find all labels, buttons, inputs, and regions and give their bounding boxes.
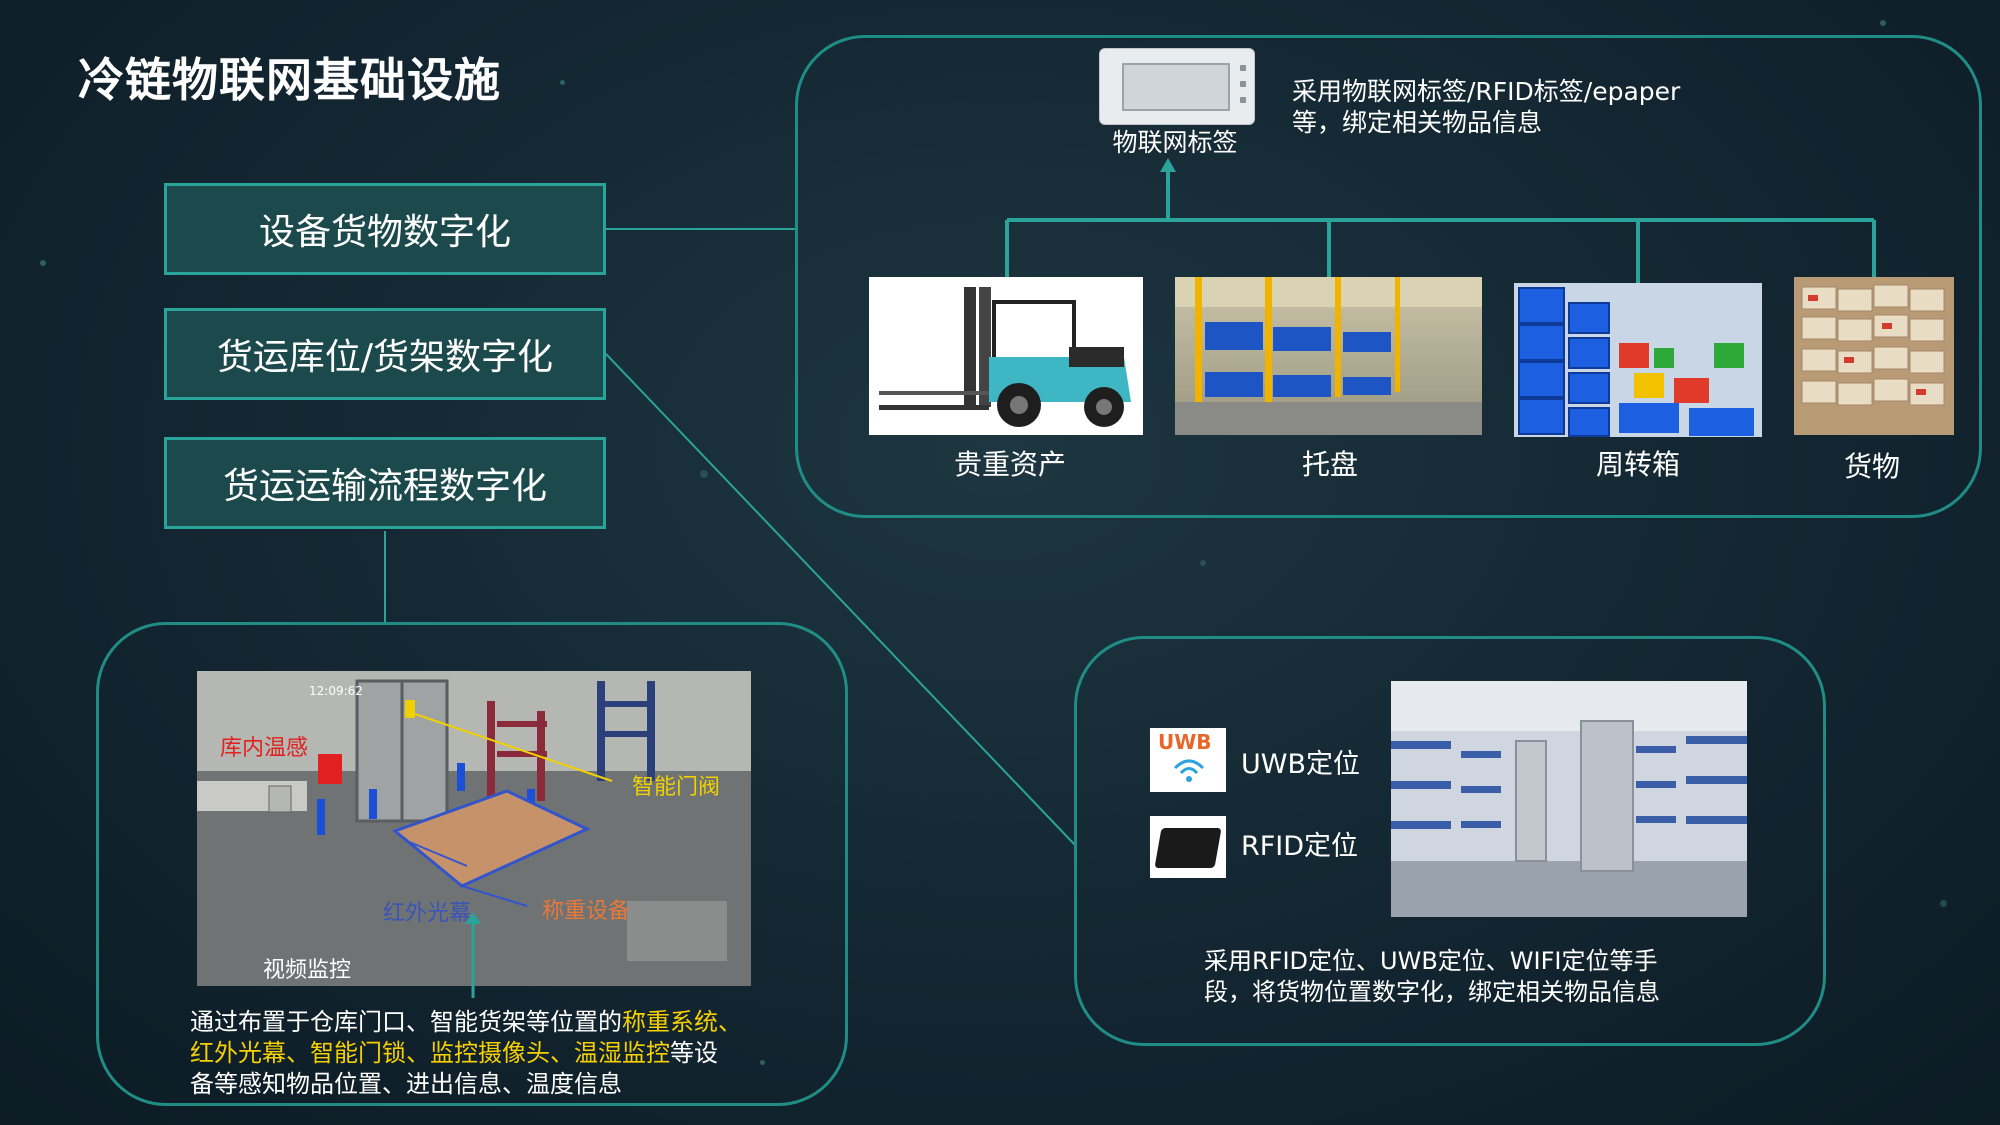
iot-tag-description-line2: 等，绑定相关物品信息 <box>1292 108 1543 137</box>
pallet-image <box>1175 277 1482 435</box>
turnover-box-image <box>1514 283 1762 437</box>
forklift-image <box>869 277 1143 435</box>
iot-tag-description: 采用物联网标签/RFID标签/epaper 等，绑定相关物品信息 <box>1292 76 1732 138</box>
video-desc-highlight-2: 红外光幕、智能门锁、监控摄像头、温湿监控 <box>190 1039 670 1067</box>
video-desc-line3: 备等感知物品位置、进出信息、温度信息 <box>190 1070 622 1098</box>
category-transport-flow: 货运运输流程数字化 <box>164 437 606 529</box>
overlay-temp-sensor-label: 库内温感 <box>220 736 309 761</box>
iot-tag-device-icon <box>1099 48 1255 125</box>
tag-tree-arrowhead <box>1160 158 1176 172</box>
video-desc-line1: 通过布置于仓库门口、智能货架等位置的称重系统、 <box>190 1007 780 1038</box>
location-panel-description: 采用RFID定位、UWB定位、WIFI定位等手 段，将货物位置数字化，绑定相关物… <box>1204 946 1724 1008</box>
item-label-box: 周转箱 <box>1595 448 1680 481</box>
tag-panel <box>795 35 1982 518</box>
uwb-icon-text: UWB <box>1158 730 1212 754</box>
video-panel-description: 通过布置于仓库门口、智能货架等位置的称重系统、 红外光幕、智能门锁、监控摄像头、… <box>190 1007 780 1100</box>
video-desc-text-2: 等设 <box>670 1039 718 1067</box>
video-desc-text: 通过布置于仓库门口、智能货架等位置的 <box>190 1008 622 1036</box>
uwb-location-label: UWB定位 <box>1241 749 1360 780</box>
page-title: 冷链物联网基础设施 <box>78 53 501 107</box>
overlay-scale-label: 称重设备 <box>542 899 631 924</box>
location-panel <box>1074 636 1826 1046</box>
rfid-location-label: RFID定位 <box>1241 831 1359 862</box>
video-callout-arrow <box>465 912 481 998</box>
door-callout-line <box>411 712 613 782</box>
goods-image <box>1794 277 1954 435</box>
overlay-infrared-label: 红外光幕 <box>383 901 472 926</box>
camera-timestamp: 12:09:62 <box>309 684 363 698</box>
location-desc-line2: 段，将货物位置数字化，绑定相关物品信息 <box>1204 978 1660 1006</box>
warehouse-shelves-image <box>1391 681 1747 917</box>
connector-category2-to-location-panel <box>605 353 1076 846</box>
item-label-goods: 货物 <box>1843 450 1900 483</box>
rfid-device-icon <box>1150 816 1226 878</box>
video-monitor-panel <box>96 622 848 1106</box>
temp-sensor-marker <box>318 754 342 784</box>
door-sensor-marker <box>405 700 415 718</box>
item-label-asset: 贵重资产 <box>953 448 1066 481</box>
iot-tag-label: 物联网标签 <box>1112 128 1238 157</box>
infrared-callout-line <box>406 840 468 867</box>
uwb-device-icon: UWB <box>1150 728 1226 792</box>
category-storage-shelf: 货运库位/货架数字化 <box>164 308 606 400</box>
scale-callout-line <box>461 885 528 907</box>
item-label-pallet: 托盘 <box>1301 448 1358 481</box>
overlay-lines <box>406 712 613 907</box>
overlay-video-monitor-label: 视频监控 <box>263 958 352 983</box>
iot-tag-description-line1: 采用物联网标签/RFID标签/epaper <box>1292 77 1681 106</box>
category-device-goods: 设备货物数字化 <box>164 183 606 275</box>
video-desc-highlight-1: 称重系统、 <box>622 1008 742 1036</box>
overlay-smart-door-label: 智能门阀 <box>632 775 721 800</box>
video-desc-line2: 红外光幕、智能门锁、监控摄像头、温湿监控等设 <box>190 1038 780 1069</box>
location-desc-line1: 采用RFID定位、UWB定位、WIFI定位等手 <box>1204 947 1658 975</box>
